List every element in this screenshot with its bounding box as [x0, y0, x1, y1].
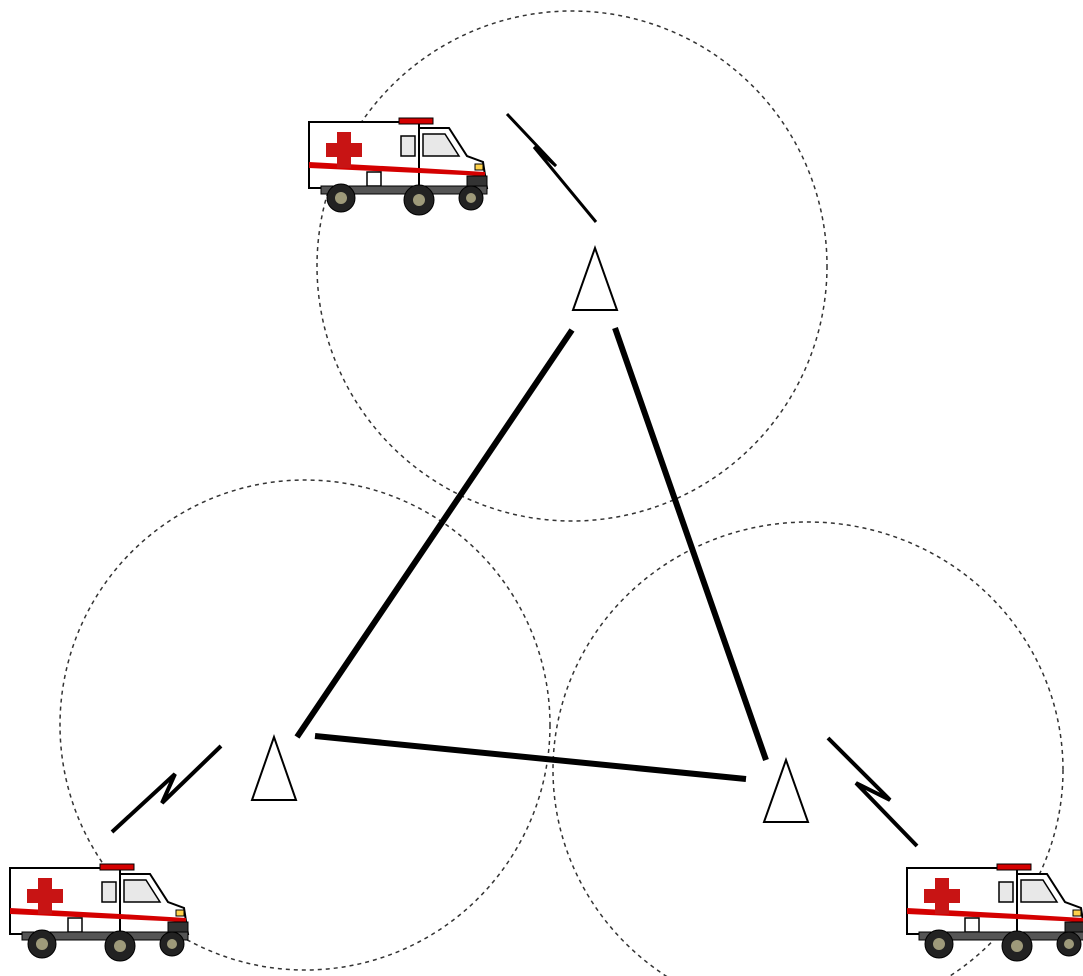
base-station-bottom-right — [762, 757, 810, 823]
base-station-bottom-left — [250, 733, 298, 801]
backhaul-link-top-left — [294, 328, 575, 739]
ambulance-top — [308, 117, 488, 216]
ambulance-icon — [906, 863, 1083, 962]
ambulance-icon — [9, 863, 189, 962]
base-station-top — [571, 245, 619, 311]
backhaul-link-top-right — [612, 327, 769, 761]
cell-top — [316, 10, 828, 522]
lightning-icon — [826, 736, 919, 848]
ambulance-bottom-left — [9, 863, 189, 962]
ambulance-bottom-right — [906, 863, 1083, 962]
backhaul-link-left-right — [314, 733, 747, 782]
lightning-icon — [505, 112, 598, 223]
cell-bottom-right — [552, 521, 1064, 976]
cell-bottom-left — [59, 479, 551, 971]
lightning-icon — [110, 744, 223, 834]
ambulance-icon — [308, 117, 488, 216]
